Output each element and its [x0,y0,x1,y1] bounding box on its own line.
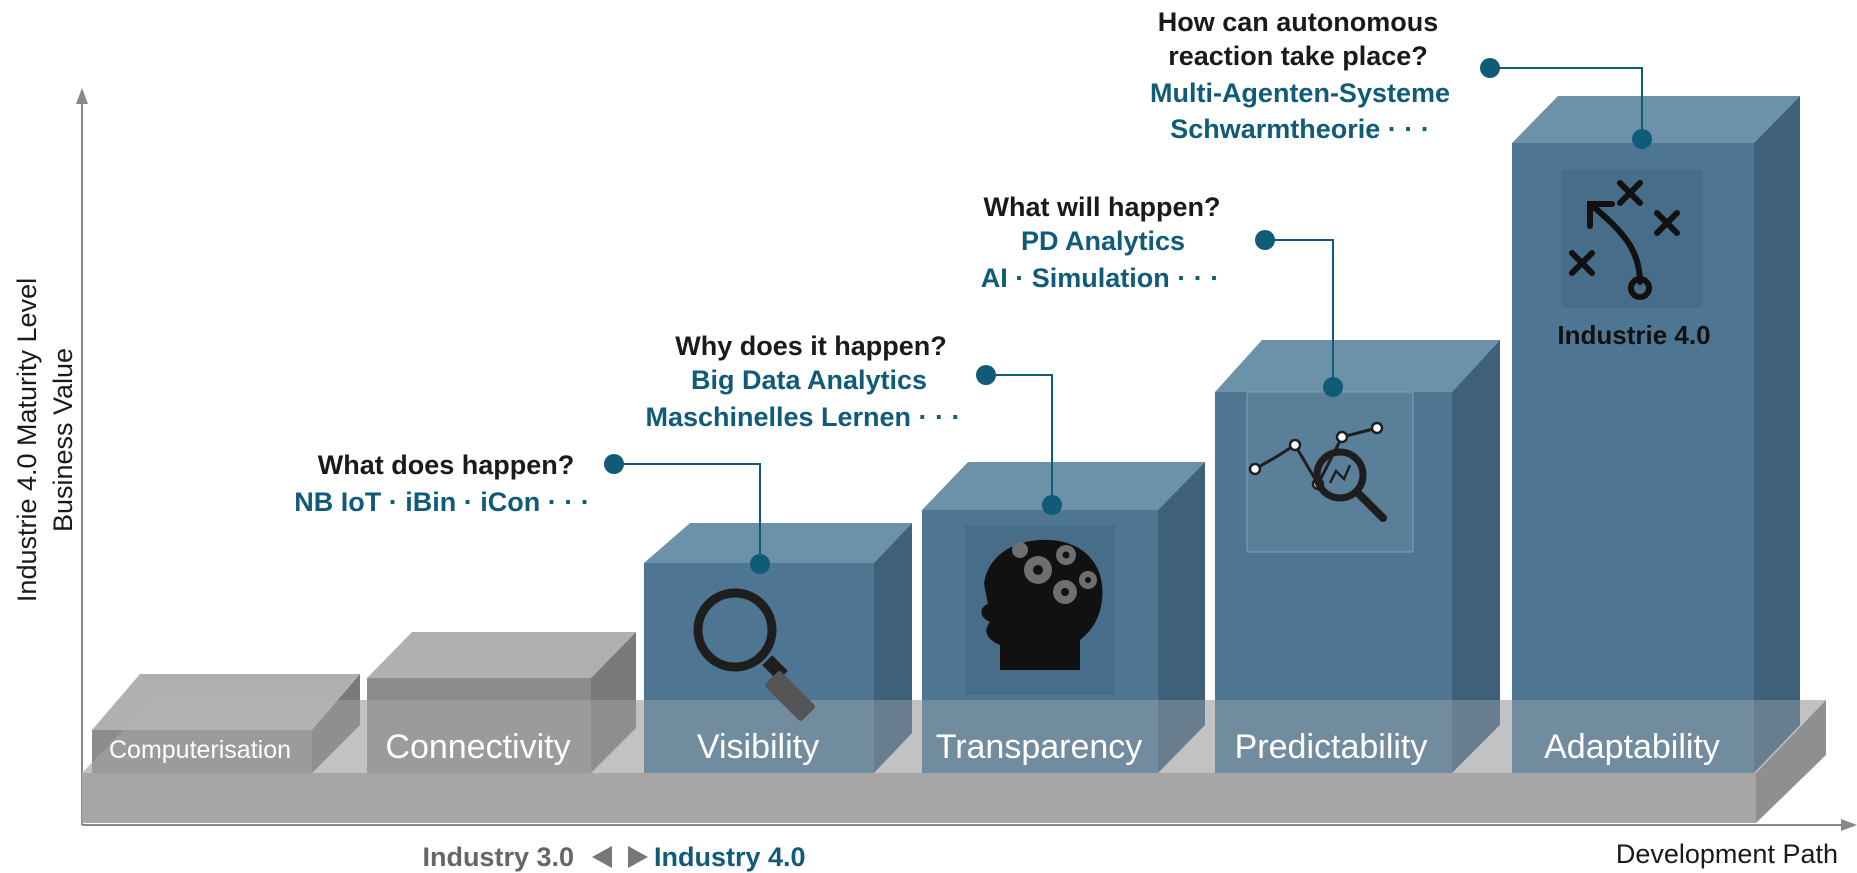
block-connectivity [367,632,636,773]
stage-label-adaptability: Adaptability [1544,728,1720,766]
block-top [922,462,1205,510]
callout-dot [1632,129,1652,149]
block-side [1158,462,1205,773]
question-visibility: What does happen? [318,450,575,480]
callout-dot [1042,495,1062,515]
stage-label-computerisation: Computerisation [109,736,291,764]
block-top [1215,340,1500,392]
callout-dot [604,454,624,474]
stage-label-transparency: Transparency [936,728,1143,766]
callouts [614,67,1643,564]
tech-predictability-1: PD Analytics [1021,226,1185,256]
callout-line-adaptability [1490,67,1643,139]
axes [76,88,1857,831]
question-adaptability-1: How can autonomous [1158,7,1439,37]
block-top [92,674,360,730]
era-right-label: Industry 4.0 [654,842,806,872]
tech-adaptability-2: Schwarmtheorie · · · [1170,114,1430,144]
base-slab-front [82,773,1756,823]
callout-line-visibility [614,463,761,564]
y-axis-label-line1: Industrie 4.0 Maturity Level [12,278,42,602]
y-axis-label-line2: Business Value [48,348,78,532]
chart-analytics-icon [1246,391,1414,553]
block-side [591,632,636,773]
callout-dot [976,365,996,385]
callout-dot [1323,377,1343,397]
base-slab-side [1756,700,1826,823]
tech-adaptability-1: Multi-Agenten-Systeme [1150,78,1450,108]
block-front [367,678,591,773]
stage-label-visibility: Visibility [697,728,819,766]
block-computerisation [92,674,360,773]
x-axis-arrow [1841,819,1857,831]
x-axis-label: Development Path [1616,839,1838,869]
block-top [1512,96,1800,143]
magnifier-icon [693,588,815,721]
era-indicator: Industry 3.0 Industry 4.0 [422,842,805,872]
question-adaptability-2: reaction take place? [1168,41,1428,71]
era-left-label: Industry 3.0 [422,842,574,872]
y-axis-label: Industrie 4.0 Maturity Level Business Va… [12,278,78,602]
block-front [92,730,312,773]
blocks [92,96,1800,773]
block-side [312,674,360,773]
block-side [874,523,912,773]
arrow-right-icon [628,846,648,868]
y-axis-arrow [76,88,88,104]
arrow-left-icon [592,846,612,868]
block-visibility [644,523,912,773]
strategy-play-icon [1562,170,1702,308]
tech-predictability-2: AI · Simulation · · · [981,263,1219,293]
industrie40-caption: Industrie 4.0 [1557,320,1710,350]
callout-dots [604,58,1652,574]
callout-texts: What does happen? NB IoT · iBin · iCon ·… [294,7,1450,517]
callout-dot [750,554,770,574]
tech-visibility: NB IoT · iBin · iCon · · · [294,487,589,517]
block-side [1754,96,1800,773]
icons [693,170,1702,721]
callout-line-transparency [986,374,1053,505]
stage-label-connectivity: Connectivity [385,728,570,766]
block-top [367,632,636,678]
block-top [644,523,912,563]
callout-dot [1255,230,1275,250]
question-transparency: Why does it happen? [675,331,947,361]
callout-dot [1480,58,1500,78]
stage-label-predictability: Predictability [1235,728,1428,766]
stage-labels: Computerisation Connectivity Visibility … [109,728,1720,766]
block-side [1452,340,1500,773]
question-predictability: What will happen? [984,192,1221,222]
platform-band [82,700,1826,773]
tech-transparency-1: Big Data Analytics [691,365,927,395]
callout-line-predictability [1265,239,1334,387]
brain-gears-icon [965,525,1115,695]
tech-transparency-2: Maschinelles Lernen · · · [645,402,960,432]
